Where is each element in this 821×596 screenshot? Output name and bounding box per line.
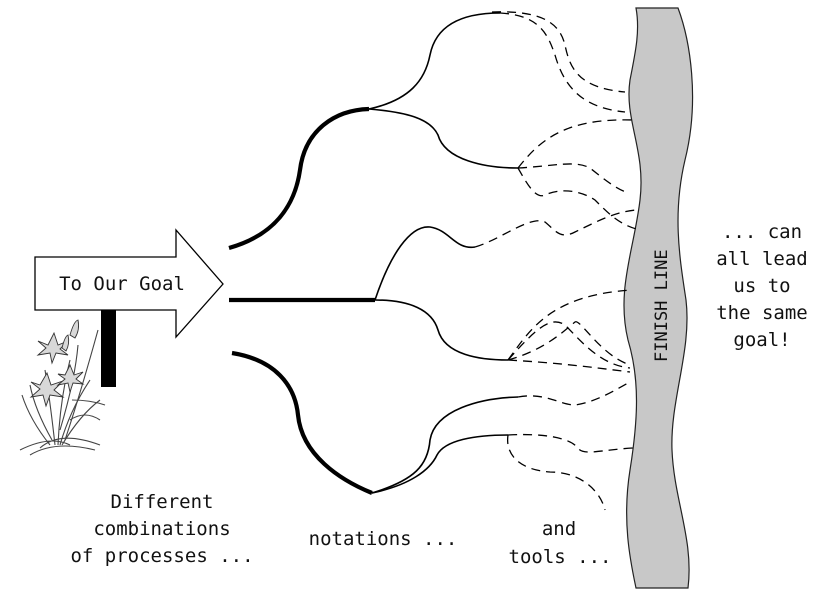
notation-curve bbox=[374, 299, 509, 361]
notation-curve bbox=[374, 226, 476, 301]
tool-curve bbox=[507, 321, 631, 369]
caption-tools-line-2: tools ... bbox=[509, 546, 612, 568]
notation-curve bbox=[368, 108, 519, 169]
tool-curve bbox=[507, 359, 631, 373]
caption-goal-line-4: the same bbox=[716, 302, 808, 324]
flower-icon bbox=[19, 319, 106, 456]
arrow-sign-icon bbox=[34, 228, 224, 339]
tool-curve bbox=[517, 382, 629, 406]
caption-processes-line-3: of processes ... bbox=[70, 545, 253, 567]
tool-curves bbox=[474, 11, 641, 511]
tool-curve bbox=[507, 289, 633, 361]
process-curve-top bbox=[228, 106, 370, 251]
caption-goal: ... can all lead us to the same goal! bbox=[716, 221, 808, 351]
notation-curve bbox=[368, 12, 501, 110]
notation-curves bbox=[368, 12, 519, 494]
signpost-label: To Our Goal bbox=[59, 273, 185, 295]
notation-curve bbox=[371, 396, 519, 494]
caption-goal-line-3: us to bbox=[733, 275, 790, 297]
process-curves bbox=[228, 106, 375, 495]
caption-processes-line-2: combinations bbox=[93, 518, 230, 540]
tool-curve bbox=[517, 119, 634, 169]
signpost: To Our Goal bbox=[34, 228, 224, 387]
tool-curve bbox=[507, 321, 631, 366]
caption-tools: and tools ... bbox=[509, 518, 612, 568]
tool-curve bbox=[507, 434, 606, 511]
tool-curve bbox=[517, 167, 641, 231]
tool-curve bbox=[517, 163, 629, 194]
signpost-post bbox=[101, 308, 116, 387]
caption-goal-line-2: all lead bbox=[716, 248, 808, 270]
caption-goal-line-1: ... can bbox=[722, 221, 802, 243]
caption-tools-line-1: and bbox=[542, 518, 576, 540]
finish-line-label: FINISH LINE bbox=[652, 249, 672, 362]
finish-line-band bbox=[623, 7, 694, 589]
caption-notations: notations ... bbox=[309, 528, 458, 550]
tool-curve bbox=[507, 433, 634, 453]
tool-curve bbox=[491, 11, 626, 93]
caption-goal-line-5: goal! bbox=[733, 329, 790, 351]
process-curve-bottom bbox=[231, 350, 373, 495]
tool-curve bbox=[474, 209, 637, 248]
caption-processes: Different combinations of processes ... bbox=[70, 491, 253, 567]
caption-processes-line-1: Different bbox=[111, 491, 214, 513]
notation-curve bbox=[371, 434, 509, 494]
tool-curve bbox=[499, 12, 626, 113]
